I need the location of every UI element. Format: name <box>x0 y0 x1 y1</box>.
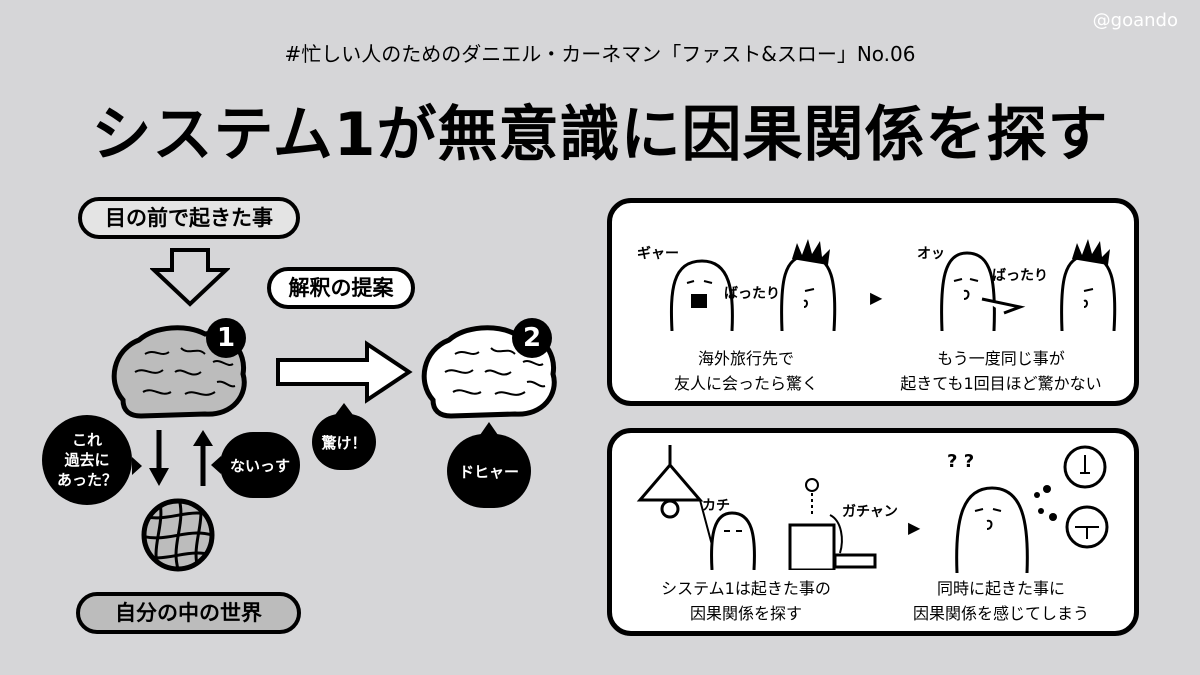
page-title: システム1が無意識に因果関係を探す <box>91 100 1109 170</box>
bubble-no-text: ないっす <box>229 456 290 475</box>
calm-friends-illustration <box>940 239 1117 331</box>
sfx-battari-right: ばったり <box>992 268 1048 284</box>
panel-top-left-caption-line-2: 友人に会ったら驚く <box>673 374 818 393</box>
bubble-dohya: ドヒャー <box>447 422 531 508</box>
series-subtitle: #忙しい人のためのダニエル・カーネマン「ファスト&スロー」No.06 <box>284 42 916 66</box>
panel-bottom-right-caption: 同時に起きた事に 因果関係を感じてしまう <box>876 576 1126 626</box>
panel-bottom-left-caption-line-1: システム1は起きた事の <box>661 579 831 598</box>
system-2-badge: 2 <box>512 318 552 358</box>
example-panel-causality: カチ ガチャン ▶ ? ? システム1は起きた事の 因果関係を探す 同時に起きた… <box>607 428 1139 636</box>
down-hollow-arrow-icon <box>150 248 230 307</box>
bubble-past-line-2: 過去に <box>64 451 110 469</box>
panel-top-right-caption-line-1: もう一度同じ事が <box>937 349 1065 368</box>
proposal-text: 解釈の提案 <box>288 276 394 300</box>
top-event-text: 目の前で起きた事 <box>105 206 273 230</box>
bubble-surprise-text: 驚け！ <box>321 433 367 452</box>
bubble-past-question: これ 過去に あった？ <box>42 415 142 505</box>
sfx-battari-left: ばったり <box>724 286 780 302</box>
system-2-badge-text: 2 <box>522 323 542 353</box>
panel-bottom-left-caption-line-2: 因果関係を探す <box>689 604 802 623</box>
proposal-label: 解釈の提案 <box>267 267 415 309</box>
inner-world-label: 自分の中の世界 <box>76 592 301 634</box>
panel-top-right-caption: もう一度同じ事が 起きても1回目ほど驚かない <box>876 346 1126 396</box>
bubble-dohya-text: ドヒャー <box>458 462 519 481</box>
panel-bottom-arrow: ▶ <box>908 518 921 537</box>
lamp-and-falling-bottle-illustration <box>636 445 877 570</box>
sfx-o: オッ <box>917 246 945 262</box>
sfx-kachi: カチ <box>702 498 730 514</box>
puzzled-person-illustration <box>955 445 1109 573</box>
panel-bottom-right-caption-line-2: 因果関係を感じてしまう <box>912 604 1089 623</box>
top-event-label: 目の前で起きた事 <box>78 197 300 239</box>
panel-bottom-left-caption: システム1は起きた事の 因果関係を探す <box>626 576 866 626</box>
bubble-surprise: 驚け！ <box>312 403 376 470</box>
panel-top-left-caption-line-1: 海外旅行先で <box>697 349 794 368</box>
author-handle: @goando <box>1092 10 1178 31</box>
system-1-badge-text: 1 <box>216 323 236 353</box>
panel-top-arrow: ▶ <box>870 288 883 307</box>
sfx-gachan: ガチャン <box>842 504 898 520</box>
panel-top-right-caption-line-2: 起きても1回目ほど驚かない <box>900 374 1102 393</box>
inner-world-text: 自分の中の世界 <box>115 601 262 625</box>
bubble-no: ないっす <box>211 432 300 498</box>
panel-top-left-caption: 海外旅行先で 友人に会ったら驚く <box>626 346 866 396</box>
panel-bottom-right-caption-line-1: 同時に起きた事に <box>936 579 1065 598</box>
system-1-badge: 1 <box>206 318 246 358</box>
bubble-past-line-3: あった？ <box>56 471 117 489</box>
sfx-gyaa: ギャー <box>637 246 679 262</box>
up-down-arrows-icon <box>149 430 213 486</box>
globe-icon <box>141 498 215 572</box>
surprised-friends-illustration <box>669 239 837 331</box>
right-hollow-arrow-icon <box>276 340 413 404</box>
example-panel-encounter: ギャー ばったり ▶ オッ ばったり 海外旅行先で 友人に会ったら驚く もう一度… <box>607 198 1139 406</box>
sfx-question: ? ? <box>947 451 975 472</box>
bubble-past-line-1: これ <box>71 431 102 449</box>
